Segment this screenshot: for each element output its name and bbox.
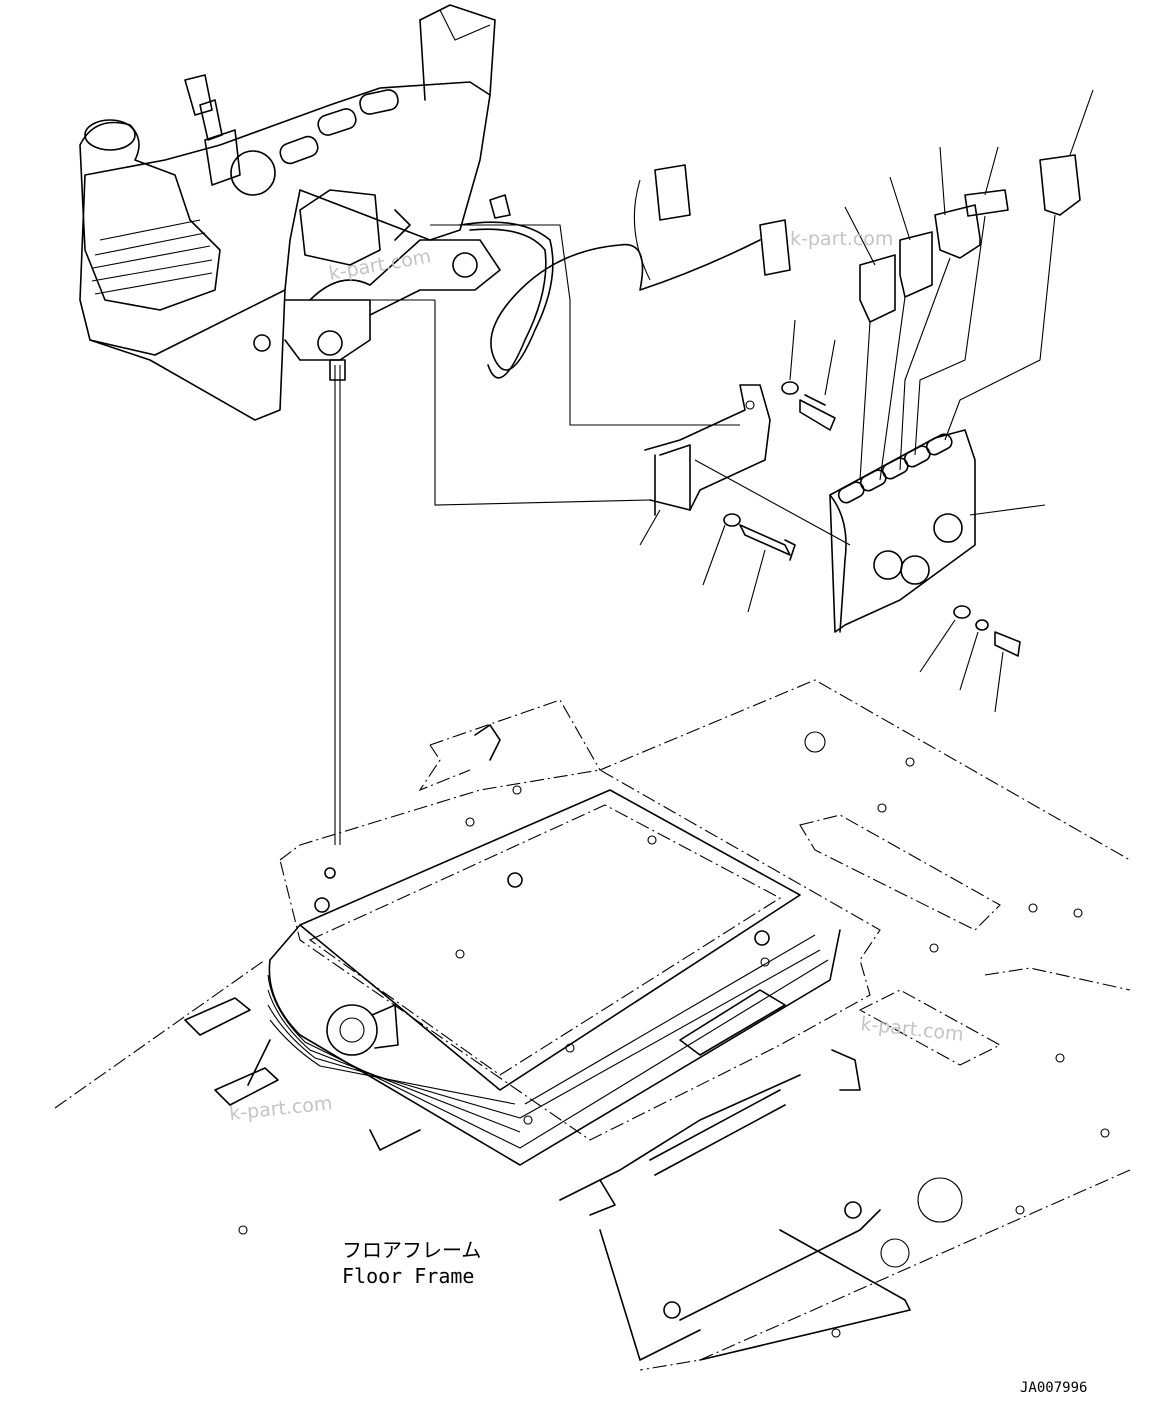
watermark-3: k-part.com [859,1013,964,1046]
floor-frame [54,679,1131,1371]
mounting-bracket [300,224,851,546]
wire-harness [459,164,791,379]
watermarks: k-part.com k-part.com k-part.com k-part.… [228,228,964,1125]
watermark-1: k-part.com [790,228,893,250]
floor-frame-label-jp: フロアフレーム [342,1238,481,1262]
fasteners [329,319,1021,845]
watermark-2: k-part.com [327,245,433,285]
operator-seat [184,724,911,1361]
control-console [79,4,501,421]
floor-frame-label-en: Floor Frame [342,1264,474,1288]
drawing-code: JA007996 [1020,1380,1087,1396]
switch-panel [829,89,1094,633]
